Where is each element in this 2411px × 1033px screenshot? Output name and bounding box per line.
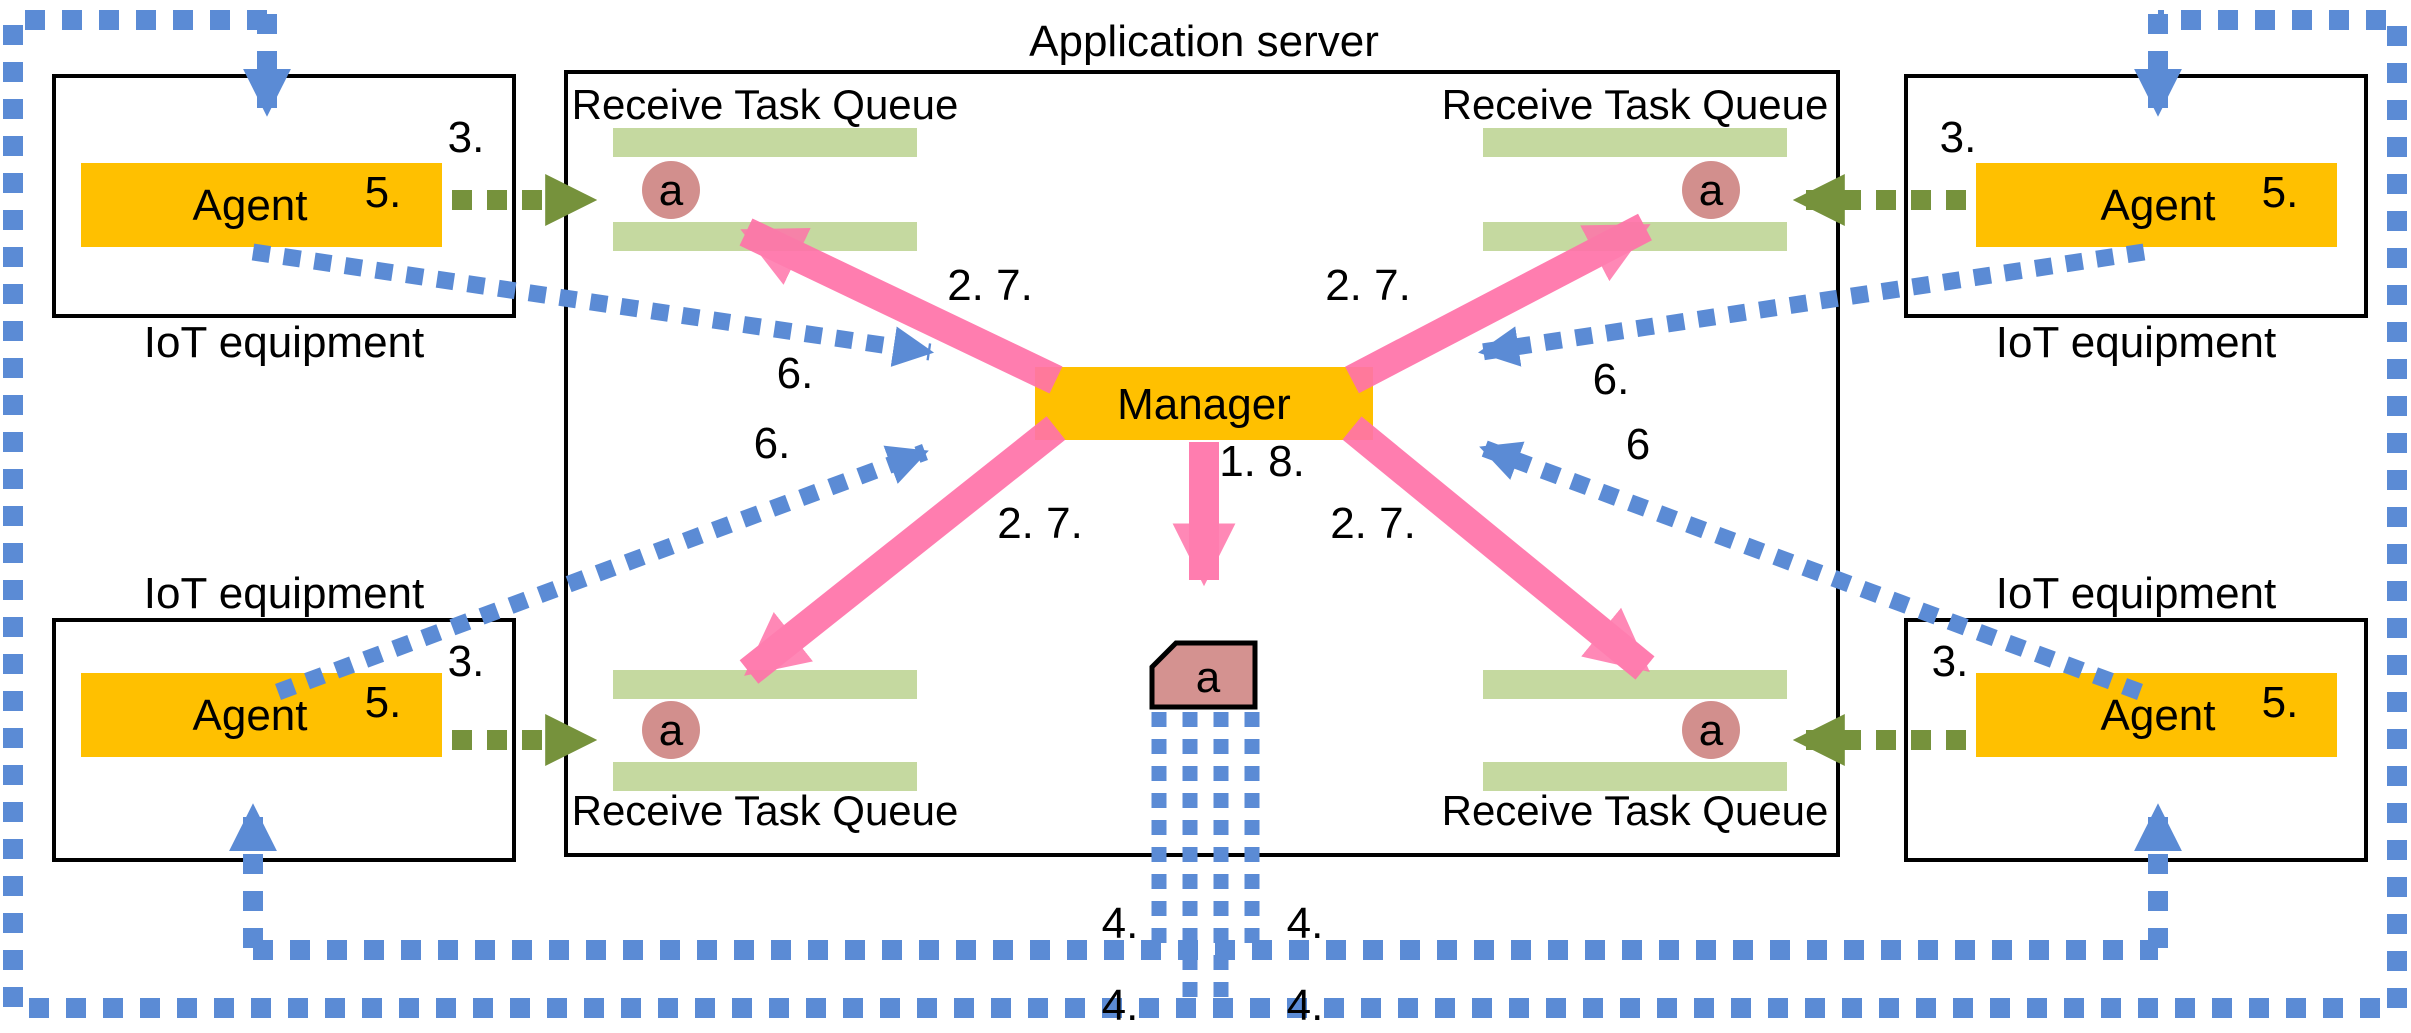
agent-label-top-right: Agent [2101,181,2216,230]
queue-bar [1483,762,1787,791]
application-server-title: Application server [1029,17,1379,66]
step-2-7-bottom-left: 2. 7. [997,499,1083,548]
step-3-top-right: 3. [1940,113,1977,162]
agent-label-bottom-left: Agent [193,691,308,740]
iot-equipment-label-top-right: IoT equipment [1996,318,2276,367]
step-6-upper-left: 6. [777,349,814,398]
step-2-7-top-left: 2. 7. [947,261,1033,310]
step-3-bottom-left: 3. [448,637,485,686]
step-4-lower-right: 4. [1287,981,1324,1030]
queue-label-bottom-left: Receive Task Queue [572,787,959,834]
queue-label-top-right: Receive Task Queue [1442,81,1829,128]
step-1-8: 1. 8. [1219,437,1305,486]
queue-item-label-top-left: a [659,166,684,215]
queue-item-circle-top-left [642,161,700,219]
agent-label-bottom-right: Agent [2101,691,2216,740]
step-3-top-left: 3. [448,113,485,162]
iot-equipment-label-bottom-left: IoT equipment [144,569,424,618]
task-tag-shape [1149,640,1258,710]
step-5-bottom-left: 5. [365,678,402,727]
step-2-7-bottom-right: 2. 7. [1330,499,1416,548]
agent-box-top-right [1976,163,2337,247]
step-6-lower-left: 6. [754,419,791,468]
step-6-lower-right: 6 [1626,420,1650,469]
step-3-bottom-right: 3. [1932,637,1969,686]
iot-equipment-label-top-left: IoT equipment [144,318,424,367]
blue-dashed-arrow-agent-top-left-to-manager [251,243,935,367]
step-6-upper-right: 6. [1593,355,1630,404]
pink-arrow-manager-to-queue-bottom-left [739,416,1066,684]
agent-label-top-left: Agent [193,181,308,230]
queue-item-label-bottom-right: a [1699,706,1724,755]
blue-dashed-arrow-agent-bottom-left-to-manager [275,444,929,700]
queue-item-circle-top-right [1682,161,1740,219]
queue-bar [613,128,917,157]
agent-box-bottom-left [81,673,442,757]
queue-item-circle-bottom-right [1682,701,1740,759]
step-5-top-right: 5. [2262,168,2299,217]
iot-equipment-label-bottom-right: IoT equipment [1996,569,2276,618]
blue-dashed-arrow-agent-bottom-right-to-manager [1479,440,2143,700]
queue-item-label-top-right: a [1699,166,1724,215]
manager-label: Manager [1117,380,1291,429]
queue-bar [1483,128,1787,157]
queue-label-top-left: Receive Task Queue [572,81,959,128]
step-2-7-top-right: 2. 7. [1325,261,1411,310]
step-5-bottom-right: 5. [2262,678,2299,727]
step-5-top-left: 5. [365,168,402,217]
queue-label-bottom-right: Receive Task Queue [1442,787,1829,834]
manager-box [1035,367,1373,440]
queue-item-circle-bottom-left [642,701,700,759]
pink-arrow-manager-to-queue-bottom-right [1342,416,1655,680]
pink-arrow-manager-to-queue-top-right [1345,213,1652,394]
step-4-lower-left: 4. [1102,981,1139,1030]
queue-bar [613,762,917,791]
queue-item-label-bottom-left: a [659,706,684,755]
agent-box-top-left [81,163,442,247]
step-4-upper-left: 4. [1102,899,1139,948]
step-4-upper-right: 4. [1287,899,1324,948]
agent-box-bottom-right [1976,673,2337,757]
task-tag-label: a [1196,653,1221,702]
pink-arrow-manager-to-queue-top-left [739,218,1063,394]
